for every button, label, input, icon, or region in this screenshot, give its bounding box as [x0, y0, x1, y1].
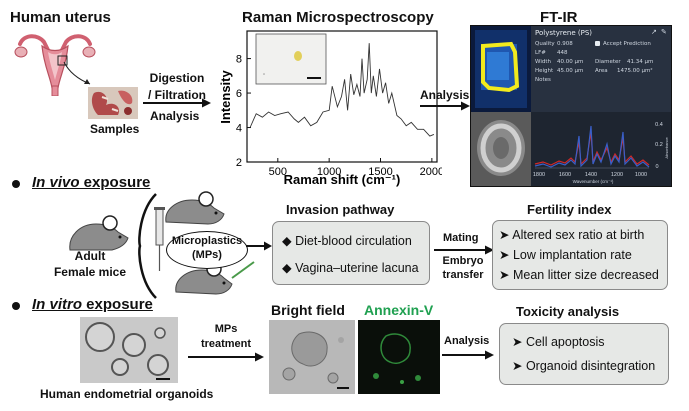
ftir-xtick-1: 1600: [559, 172, 571, 178]
mating-label: Mating: [443, 232, 479, 244]
in-vivo-heading: In vivo exposure: [32, 174, 151, 191]
mice-bracket: [138, 193, 157, 299]
ftir-notes-label: Notes: [535, 77, 551, 83]
human-uterus-title: Human uterus: [10, 9, 111, 26]
analysis-arrow-2: [420, 101, 470, 111]
toxicity-item: ➤ Cell apoptosis: [512, 335, 605, 349]
in-vitro-bullet: [12, 302, 20, 310]
analysis-label-3: Analysis: [444, 335, 490, 347]
in-vivo-bullet: [12, 180, 20, 188]
ftir-ylabel: Absorbance: [664, 137, 669, 159]
analysis-label-1: Analysis: [150, 109, 200, 123]
pipette-icon: [231, 261, 255, 279]
raman-ytick-label: 6: [236, 88, 242, 100]
adult-female-mice-label: Adult Female mice: [53, 249, 127, 279]
raman-axes: 500 1000 1500 2000 2 4 6 8: [236, 54, 442, 178]
mps-treatment-label: MPs treatment: [200, 323, 252, 350]
ftir-height-label: Height: [535, 68, 554, 74]
embryo-transfer-label: Embryo transfer: [442, 255, 484, 281]
toxicity-analysis-title: Toxicity analysis: [516, 304, 620, 319]
ftir-particle-map: [471, 26, 531, 112]
gavage-mouse-icon: [165, 191, 225, 225]
ftir-width-label: Width: [535, 59, 551, 65]
annexin-v-image: [358, 320, 440, 394]
ftir-area-value: 1475.00 µm²: [617, 68, 653, 74]
ftir-xtick-2: 1400: [585, 172, 597, 178]
ftir-xtick-0: 1800: [533, 172, 545, 178]
raman-ytick-label: 4: [236, 123, 242, 135]
mps-treatment-arrow: [188, 352, 264, 362]
ftir-grayscale-image: [471, 112, 531, 186]
ftir-quality-label: Quality: [535, 41, 555, 47]
mps-arrow: [246, 241, 272, 251]
samples-photo: [88, 87, 138, 119]
raman-inset-micrograph: [255, 33, 327, 85]
organoids-micrograph: [80, 317, 178, 383]
raman-y-axis-label: Intensity: [218, 70, 233, 124]
ftir-lf-label: LF#: [535, 50, 546, 56]
raman-x-axis-label: Raman shift (cm⁻¹): [284, 172, 401, 187]
digestion-arrow: [143, 98, 211, 108]
zoom-arrow: [63, 61, 91, 85]
syringe-icon: [154, 207, 165, 271]
fertility-item: ➤ Altered sex ratio at birth: [499, 228, 645, 242]
fertility-item: ➤ Mean litter size decreased: [499, 268, 659, 282]
raman-xtick-label: 500: [269, 166, 287, 178]
raman-series-line: [249, 43, 435, 137]
pathway-item: ◆ Vagina–uterine lacuna: [282, 261, 419, 275]
ftir-xtick-4: 1000: [635, 172, 647, 178]
ftir-ytick-0: 0.4: [655, 122, 663, 128]
ftir-area-label: Area: [595, 68, 608, 74]
analysis-label-2: Analysis: [420, 88, 470, 102]
fertility-item: ➤ Low implantation rate: [499, 248, 632, 262]
digestion-filtration-label: Digestion / Filtration: [148, 71, 206, 102]
ftir-expand-icon[interactable]: ↗: [651, 28, 657, 36]
ftir-xtick-3: 1200: [611, 172, 623, 178]
bright-field-image: [269, 320, 355, 394]
organoids-label: Human endometrial organoids: [40, 387, 214, 401]
ftir-diameter-value: 41.34 µm: [627, 59, 654, 65]
raman-ytick-label: 2: [236, 157, 242, 169]
adult-mouse-icon: [69, 215, 129, 251]
ftir-info-panel: Polystyrene (PS) ↗ ✎ Quality 0.908 LF# 4…: [531, 26, 671, 112]
ftir-polymer-name: Polystyrene (PS): [535, 29, 593, 37]
ftir-diameter-label: Diameter: [595, 59, 621, 65]
raman-xtick-label: 1000: [317, 166, 341, 178]
microplastics-label: Microplastics (MPs): [171, 235, 243, 261]
mating-arrow: [434, 245, 494, 255]
samples-label: Samples: [90, 122, 140, 136]
raman-ytick-label: 8: [236, 54, 242, 66]
ftir-height-value: 45.00 µm: [557, 68, 584, 74]
toxicity-analysis-box: ➤ Cell apoptosis ➤ Organoid disintegrati…: [499, 323, 669, 385]
invasion-pathway-title: Invasion pathway: [286, 202, 395, 217]
fertility-index-title: Fertility index: [527, 202, 612, 217]
in-vitro-heading: In vitro exposure: [32, 296, 153, 313]
ftir-width-value: 40.00 µm: [557, 59, 584, 65]
toxicity-item: ➤ Organoid disintegration: [512, 359, 656, 373]
analysis-arrow-3: [442, 350, 494, 360]
ftir-ytick-2: 0: [655, 164, 658, 170]
invasion-pathway-box: ◆ Diet-blood circulation ◆ Vagina–uterin…: [272, 221, 430, 285]
uterus-illustration: [14, 34, 96, 96]
ftir-panel: Polystyrene (PS) ↗ ✎ Quality 0.908 LF# 4…: [470, 25, 672, 187]
ftir-quality-value: 0.908: [557, 41, 573, 47]
bright-field-title: Bright field: [271, 302, 345, 318]
ftir-spectrum: 0.4 0.2 0 Absorbance 1800 1600 1400 1200…: [531, 112, 671, 186]
raman-title: Raman Microspectroscopy: [242, 9, 434, 26]
ftir-accept-checkbox[interactable]: [595, 41, 600, 46]
pathway-item: ◆ Diet-blood circulation: [282, 234, 412, 248]
ftir-ytick-1: 0.2: [655, 142, 663, 148]
fertility-index-box: ➤ Altered sex ratio at birth ➤ Low impla…: [492, 220, 668, 290]
ftir-edit-icon[interactable]: ✎: [661, 28, 667, 36]
ftir-lf-value: 448: [557, 50, 568, 56]
raman-chart: 500 1000 1500 2000 2 4 6 8 Intensity Raman shif…: [218, 30, 442, 187]
raman-xtick-label: 1500: [368, 166, 392, 178]
raman-xtick-label: 2000: [420, 166, 442, 178]
ftir-title: FT-IR: [540, 9, 578, 26]
annexin-v-title: Annexin-V: [364, 302, 434, 318]
ftir-xlabel: Wavenumber (cm⁻¹): [573, 179, 614, 184]
microplastics-oval: [166, 231, 248, 269]
ftir-accept-label: Accept Prediction: [603, 41, 651, 47]
